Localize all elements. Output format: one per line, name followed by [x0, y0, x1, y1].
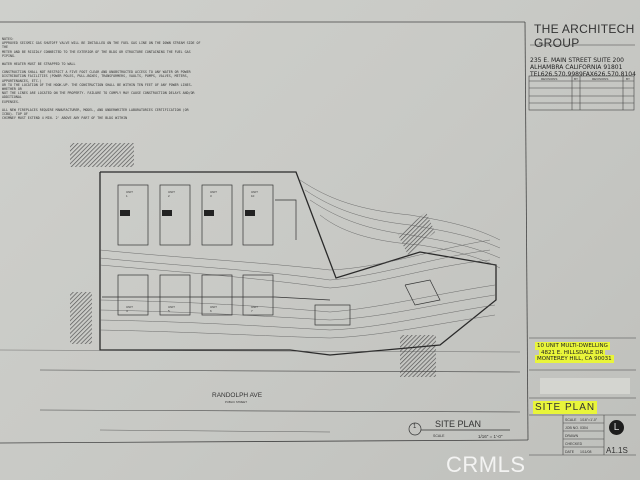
project-line: 4821 E. HILLSDALE DR — [539, 348, 606, 357]
street-lines — [39, 369, 521, 433]
unit-label: UNIT 10 — [251, 190, 258, 198]
adjacent-building — [400, 335, 436, 377]
sheet-title-text: SITE PLAN — [533, 401, 598, 414]
notes-line: NOT THE LINES ARE LOCATED ON THE PROPERT… — [2, 91, 195, 100]
notes-line: METER AND BE RIGIDLY CONNECTED TO THE EX… — [2, 49, 191, 58]
drawing-number: 1 — [413, 424, 417, 430]
sheet-title: SITE PLAN — [533, 401, 598, 414]
revisions-header: REVISIONS — [541, 77, 558, 81]
general-notes: NOTES: APPROVED SEISMIC GAS SHUTOFF VALV… — [2, 37, 202, 120]
notes-line: CONSTRUCTION SHALL NOT RESTRICT A FIVE F… — [2, 70, 191, 75]
notes-line: APPROVED SEISMIC GAS SHUTOFF VALVE WILL … — [2, 41, 201, 50]
watermark: CRMLS — [446, 452, 526, 477]
job-label: JOB NO. — [565, 426, 580, 430]
drawing-scale: 1/16" = 1'-0" — [478, 434, 503, 439]
street-name: RANDOLPH AVE — [212, 392, 263, 399]
firm-address: 235 E. MAIN STREET SUITE 200 ALHAMBRA CA… — [530, 57, 636, 78]
notes-line: WATER HEATER MUST BE STRAPPED TO WALL — [2, 62, 76, 67]
by-header: BY — [626, 77, 631, 81]
project-info: 10 UNIT MULTI-DWELLING 4821 E. HILLSDALE… — [535, 342, 614, 363]
address-line: TEL626.570.9989FAX626.570.8104 — [530, 71, 636, 78]
notes-line: ALL NEW FIREPLACES REQUIRE MANUFACTURER,… — [2, 107, 189, 117]
adjacent-building — [70, 292, 92, 344]
project-line: MONTEREY HILL, CA 90031 — [535, 355, 614, 363]
address-line: ALHAMBRA CALIFORNIA 91801 — [530, 64, 623, 71]
notes-heading: NOTES: — [2, 37, 14, 41]
notes-line: OR TO THE LOCATION OF THE HOOK-UP. THE C… — [2, 82, 193, 92]
unit-label: UNIT 2 — [168, 190, 175, 198]
notes-line: DISTRIBUTION FACILITIES (POWER POLES, PU… — [2, 74, 189, 83]
adjacent-building — [70, 143, 134, 167]
date-value: 1/11/08 — [580, 450, 592, 454]
drawing-scale-label: SCALE — [433, 434, 445, 438]
notes-line: CHIMNEY MUST EXTEND 4 MIN. 2' ABOVE ANY … — [2, 116, 128, 121]
street-subtitle: PUBLIC STREET — [225, 400, 247, 404]
border-right — [524, 21, 529, 441]
address-line: 235 E. MAIN STREET SUITE 200 — [530, 57, 624, 64]
firm-name: THE ARCHITECH GROUP — [534, 22, 635, 50]
adjacent-building — [398, 212, 435, 255]
unit-label: UNIT 3 — [210, 190, 217, 198]
unit-label: UNIT 4 — [126, 305, 133, 313]
by-header: BY — [574, 77, 579, 81]
scale-value: 1/16"=1'-0" — [580, 418, 598, 422]
unit-label: UNIT 1 — [126, 190, 133, 198]
stair-marks — [120, 210, 255, 216]
date-label: DATE — [565, 450, 575, 454]
drawn-label: DRAWN — [565, 434, 579, 438]
unit-label: UNIT 7 — [251, 305, 258, 313]
job-value: 0304 — [580, 426, 588, 430]
drawing-title: SITE PLAN — [435, 419, 482, 429]
checked-label: CHECKED — [565, 442, 583, 446]
scale-label: SCALE — [565, 418, 577, 422]
redacted-owner-block — [540, 378, 630, 394]
property-line — [99, 171, 497, 356]
drawing-number-bubble — [408, 422, 422, 436]
revisions-header: REVISIONS — [592, 77, 609, 81]
project-line: 10 UNIT MULTI-DWELLING — [535, 342, 610, 350]
border-bottom — [0, 439, 529, 444]
unit-label: UNIT 6 — [210, 305, 217, 313]
sheet-number: A1.1S — [606, 446, 628, 455]
firm-logo: L — [609, 420, 624, 435]
unit-label: UNIT 5 — [168, 305, 175, 313]
contour-lines — [99, 179, 501, 339]
building-footprints — [102, 184, 441, 326]
title-block-lines — [528, 44, 636, 456]
notes-line: EXPENSES. — [2, 99, 20, 104]
